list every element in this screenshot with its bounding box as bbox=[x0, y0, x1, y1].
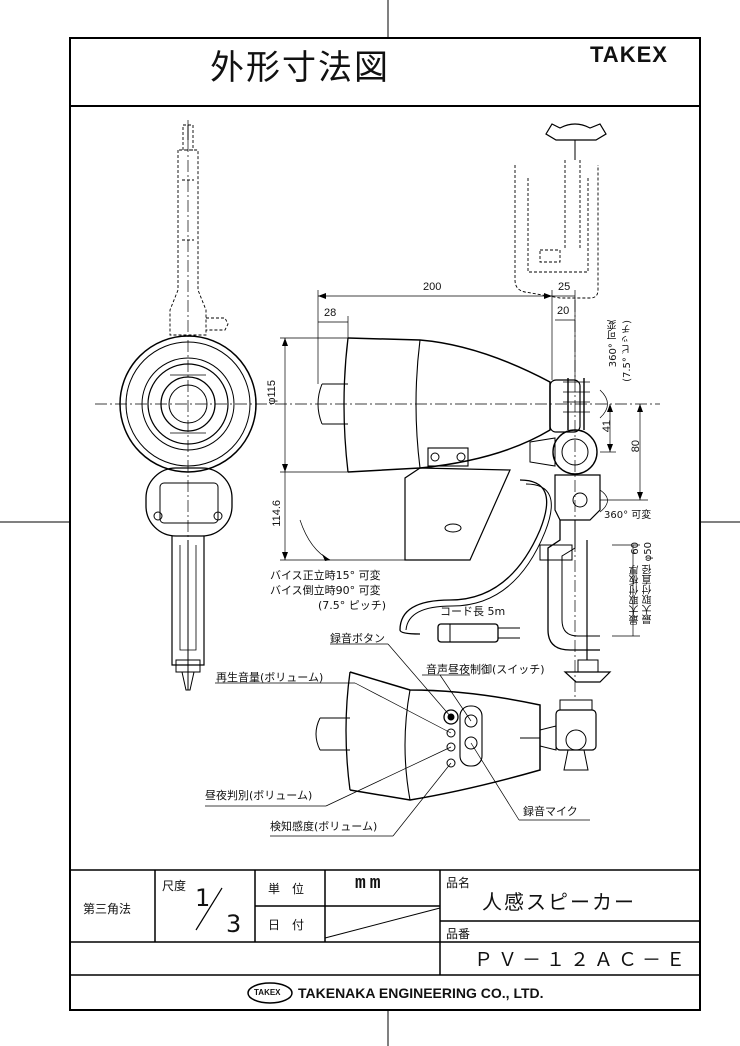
vise-inverted-note: バイス倒立時90° 可変 bbox=[270, 584, 381, 597]
title-block-grid bbox=[70, 869, 700, 976]
date-label: 日 付 bbox=[268, 918, 305, 932]
page-title: 外形寸法図 bbox=[210, 48, 390, 88]
unit-value: mm bbox=[355, 874, 385, 894]
outer-frame bbox=[69, 37, 701, 1011]
company-logo bbox=[247, 982, 293, 1004]
record-mic-label: 録音マイク bbox=[523, 805, 578, 818]
projection-label: 第三角法 bbox=[83, 902, 132, 916]
rotation-top-label: 360° 可変 bbox=[608, 320, 619, 368]
sensitivity-volume-label: 検知感度(ボリューム) bbox=[270, 820, 378, 833]
dim-25: 25 bbox=[558, 281, 571, 293]
dim-80: 80 bbox=[630, 440, 642, 453]
brand-logo: TAKEX bbox=[590, 42, 668, 67]
day-night-switch-label: 音声昼夜制御(スイッチ) bbox=[426, 663, 545, 676]
dimension-lines bbox=[280, 290, 648, 637]
rotation-top-pitch: (7.5° ピッチ) bbox=[622, 320, 633, 382]
front-view bbox=[119, 124, 257, 691]
vise-pitch-note: (7.5° ピッチ) bbox=[318, 599, 387, 612]
company-name: TAKENAKA ENGINEERING CO., LTD. bbox=[298, 985, 544, 1001]
product-name: 人感スピーカー bbox=[482, 890, 636, 914]
scale-label: 尺度 bbox=[162, 879, 187, 893]
dim-20: 20 bbox=[557, 305, 570, 317]
leader-lines bbox=[205, 643, 590, 837]
clamp-diameter-label: 最大取付直径 φ50 bbox=[643, 542, 654, 625]
day-night-volume-label: 昼夜判別(ボリューム) bbox=[205, 789, 313, 802]
vise-upright-note: バイス正立時15° 可変 bbox=[270, 569, 381, 582]
dimension-arrows bbox=[282, 293, 643, 561]
product-name-label: 品名 bbox=[446, 876, 471, 890]
dim-28: 28 bbox=[324, 307, 337, 319]
product-number-label: 品番 bbox=[446, 927, 471, 941]
dim-200: 200 bbox=[423, 281, 442, 293]
playback-volume-label: 再生音量(ボリューム) bbox=[216, 671, 324, 684]
scale-numerator: 1 bbox=[195, 884, 211, 912]
cord-length-note: コード長 5m bbox=[440, 605, 506, 618]
dim-114-6: 114.6 bbox=[271, 500, 283, 527]
unit-label: 単 位 bbox=[268, 882, 305, 896]
product-number: ＰＶ－１２ＡＣ－Ｅ bbox=[474, 949, 691, 971]
scale-denominator: 3 bbox=[226, 910, 242, 938]
dim-phi115: φ115 bbox=[266, 380, 278, 405]
record-button-label: 録音ボタン bbox=[330, 632, 385, 645]
dim-41: 41 bbox=[601, 420, 613, 433]
bottom-view bbox=[315, 671, 597, 801]
rotation-bottom-label: 360° 可変 bbox=[604, 510, 652, 521]
footer-logo-text: TAKEX bbox=[254, 988, 281, 997]
side-view bbox=[317, 123, 612, 683]
